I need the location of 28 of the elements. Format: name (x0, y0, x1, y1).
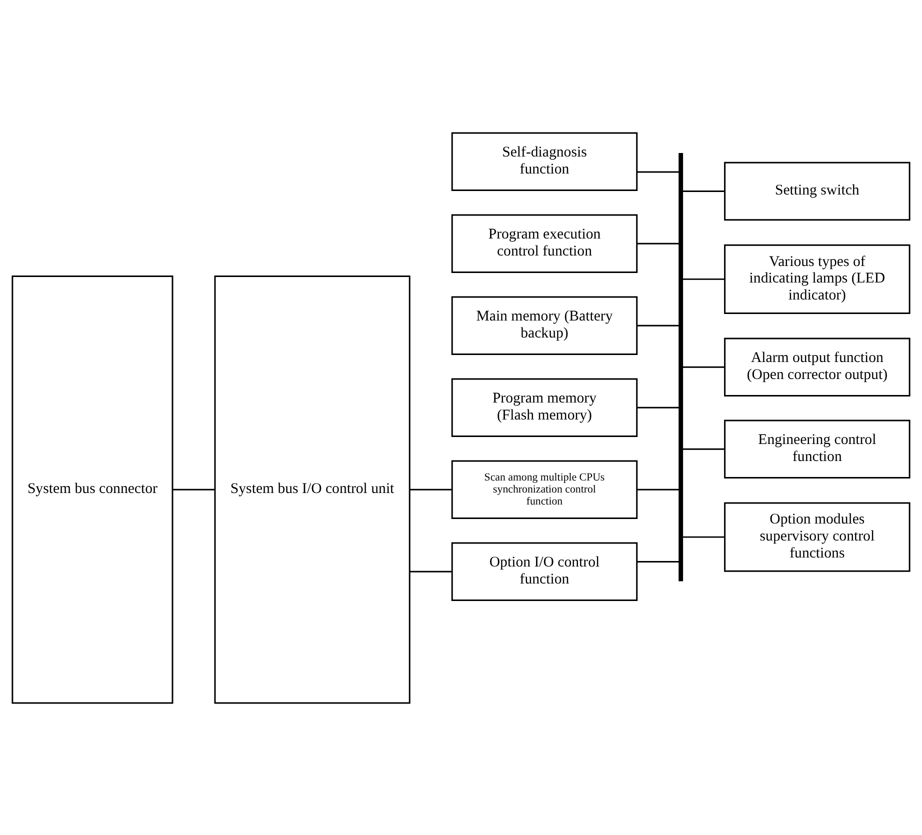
node-box: Alarm output function (Open corrector output) (724, 337, 910, 396)
node-box: Option I/O control function (451, 542, 638, 601)
connector (636, 324, 680, 326)
node-box: Main memory (Battery backup) (451, 296, 638, 354)
node-box: Option modules supervisory control functions (724, 502, 910, 572)
connector (410, 488, 452, 490)
node-box: Setting switch (724, 161, 910, 220)
node-bar (678, 152, 684, 581)
connector (682, 448, 725, 450)
connector (172, 488, 215, 490)
node-box: Self-diagnosis function (451, 132, 638, 190)
node-box: Various types of indicating lamps (LED indicator) (724, 244, 910, 314)
connector (636, 488, 680, 490)
connector (636, 406, 680, 408)
node-box: Engineering control function (724, 419, 910, 478)
connector (636, 242, 680, 244)
connector (682, 366, 725, 368)
node-box: System bus connector (12, 274, 174, 704)
node-box: Program execution control function (451, 214, 638, 272)
connector (682, 278, 725, 280)
connector (636, 560, 680, 562)
connector (636, 170, 680, 172)
connector (682, 536, 725, 538)
connector (410, 570, 452, 572)
node-box: System bus I/O control unit (214, 274, 410, 704)
node-box: Program memory (Flash memory) (451, 378, 638, 437)
connector (682, 190, 725, 192)
node-box: Scan among multiple CPUs synchronization control function (451, 460, 638, 519)
